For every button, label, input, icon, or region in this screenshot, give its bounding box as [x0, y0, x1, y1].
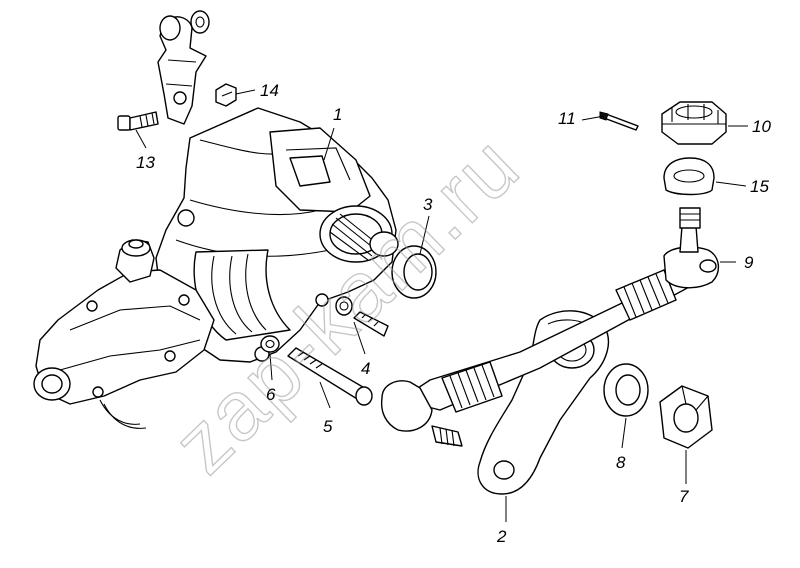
stud-5 — [287, 347, 373, 406]
part-label-11: 11 — [558, 109, 576, 128]
nut-14 — [215, 83, 237, 107]
part-label-5: 5 — [323, 417, 333, 436]
cardan-yoke — [157, 10, 210, 125]
part-label-7: 7 — [679, 487, 689, 506]
part-label-4: 4 — [361, 359, 370, 378]
castle-nut-10 — [661, 101, 727, 145]
part-label-3: 3 — [423, 195, 433, 214]
part-label-14: 14 — [260, 81, 279, 100]
seal-ring-3 — [391, 245, 437, 299]
cotter-pin-11 — [599, 111, 639, 131]
dust-boot-15 — [663, 157, 715, 196]
part-label-13: 13 — [136, 153, 155, 172]
washer-8 — [603, 363, 649, 417]
part-label-2: 2 — [496, 527, 507, 546]
bolt-13 — [117, 111, 159, 131]
leader-lines — [135, 89, 748, 522]
part-label-8: 8 — [616, 453, 626, 472]
washer-6 — [260, 335, 280, 353]
washer-bolt-4 — [335, 296, 389, 337]
part-label-1: 1 — [333, 105, 342, 124]
steering-gear-assembly — [33, 107, 399, 429]
part-label-15: 15 — [750, 177, 769, 196]
part-label-10: 10 — [752, 117, 771, 136]
nut-7 — [659, 385, 713, 449]
ball-joint-9 — [663, 207, 719, 289]
part-label-6: 6 — [266, 385, 276, 404]
part-label-9: 9 — [744, 253, 754, 272]
